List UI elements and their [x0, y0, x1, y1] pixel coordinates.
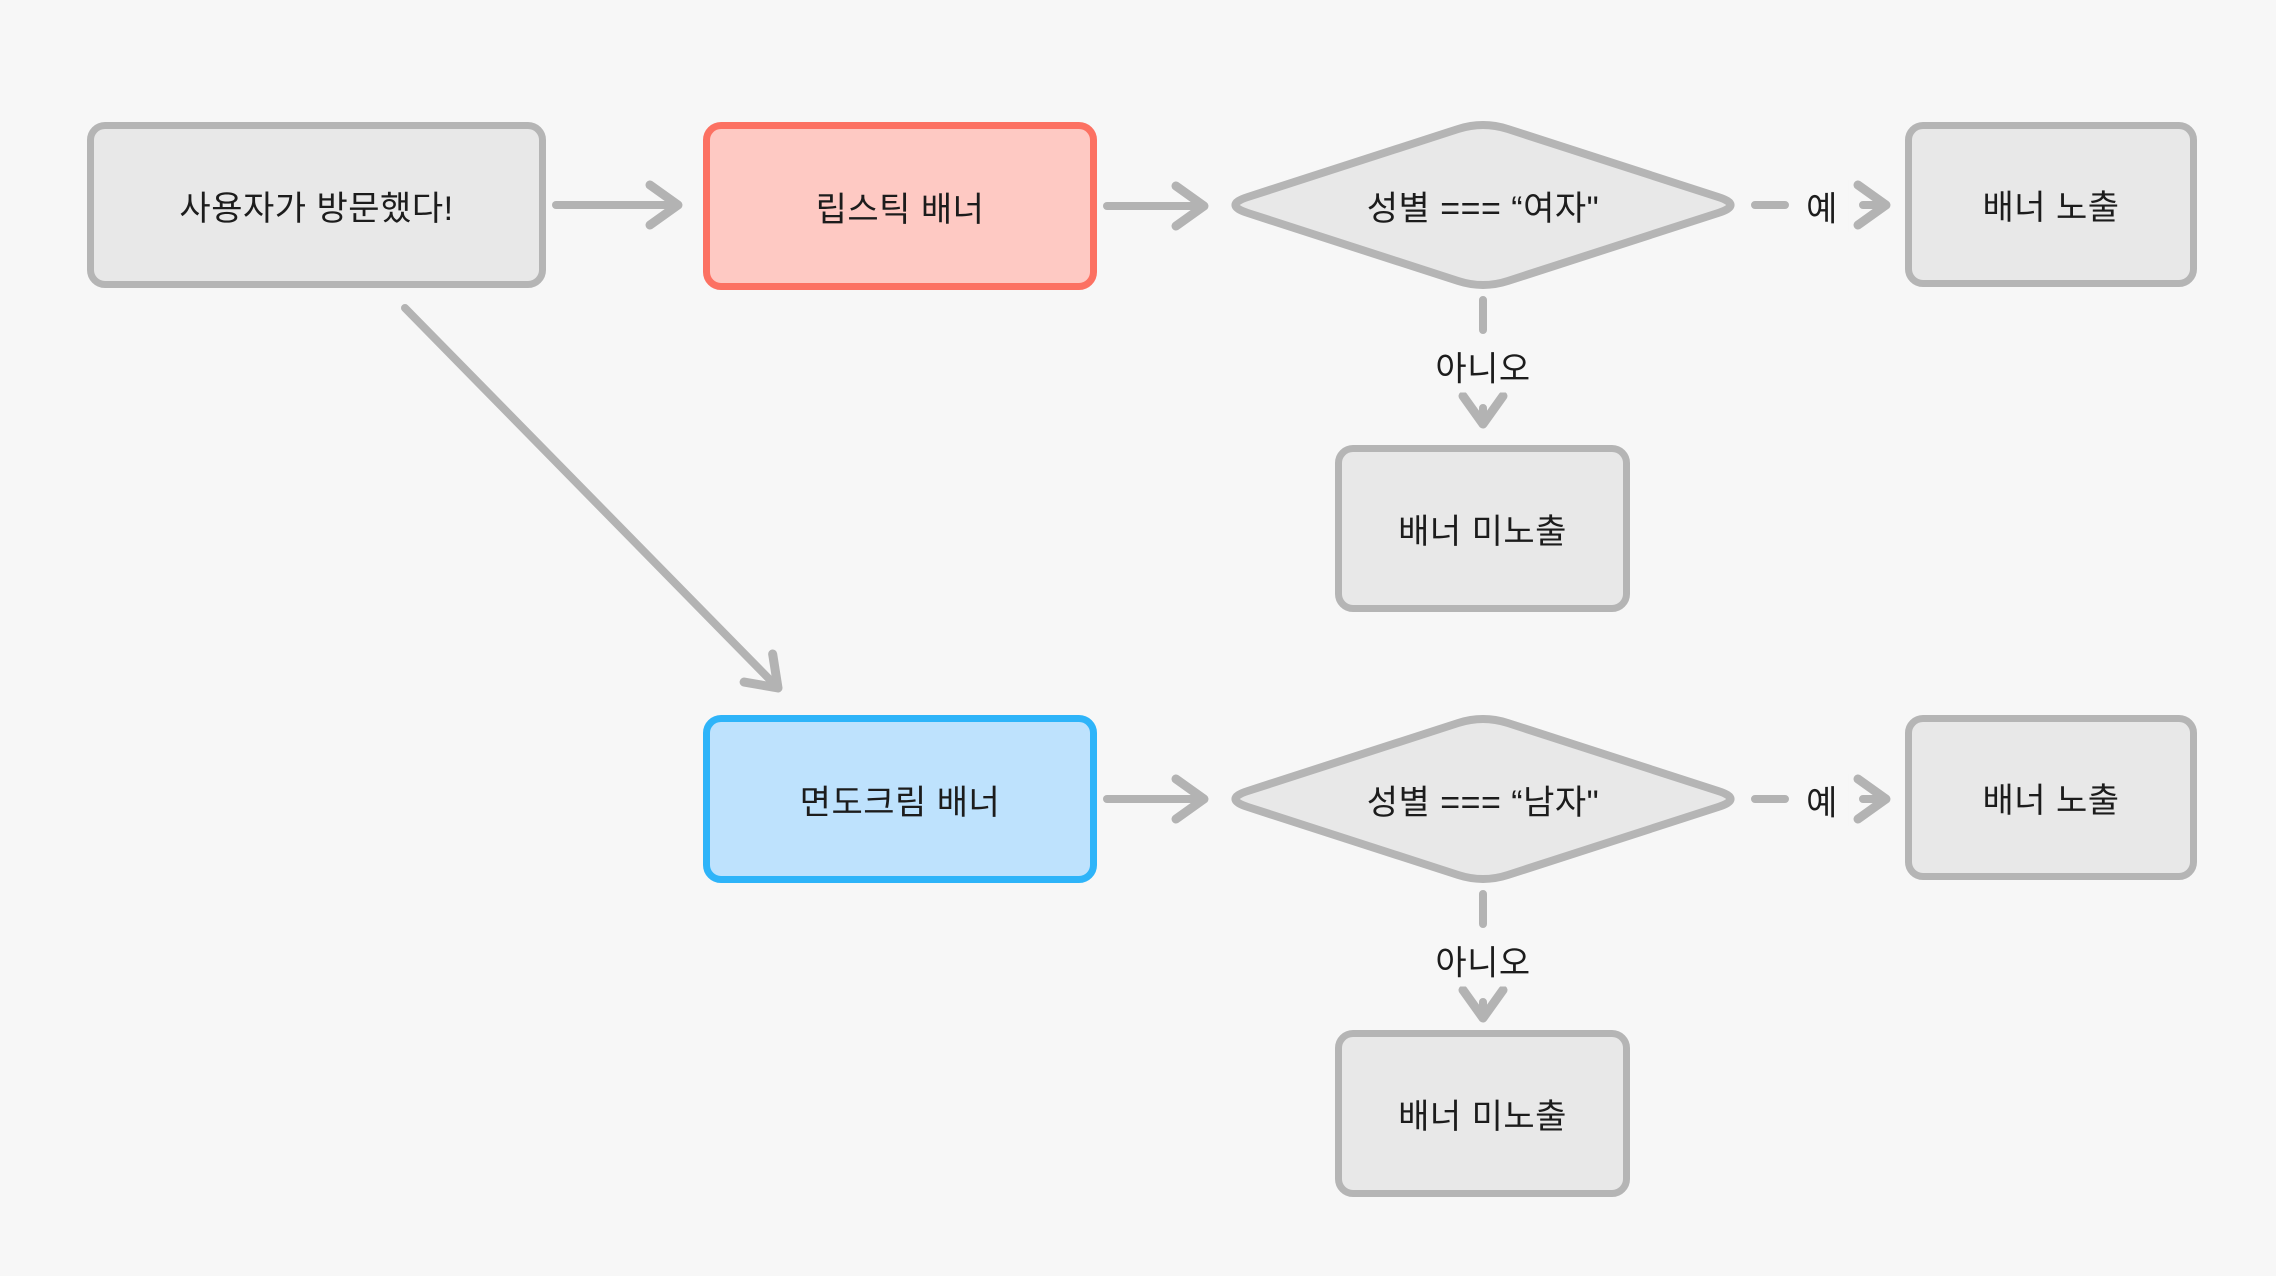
- node-lipstick-banner: 립스틱 배너: [703, 122, 1097, 290]
- edge-start-to-shaving: [401, 304, 783, 693]
- node-banner-show-top: 배너 노출: [1905, 122, 2197, 287]
- edge-label-yes-bottom: 예: [1796, 773, 1848, 827]
- node-lipstick-banner-label: 립스틱 배너: [815, 190, 985, 229]
- edge-label-no-top: 아니오: [1425, 339, 1541, 393]
- node-decision-male: 성별 === “남자": [1243, 735, 1723, 863]
- edge-label-yes-top: 예: [1796, 179, 1848, 233]
- node-decision-female-label: 성별 === “여자": [1366, 189, 1600, 228]
- decision-female-shape: [1231, 121, 1735, 289]
- node-start-label: 사용자가 방문했다!: [179, 189, 454, 228]
- node-banner-show-bottom: 배너 노출: [1905, 715, 2197, 880]
- node-shaving-banner: 면도크림 배너: [703, 715, 1097, 883]
- node-banner-hide-bottom-label: 배너 미노출: [1398, 1098, 1567, 1136]
- node-decision-male-label: 성별 === “남자": [1366, 783, 1600, 822]
- node-banner-hide-top-label: 배너 미노출: [1398, 513, 1567, 551]
- node-banner-show-top-label: 배너 노출: [1982, 189, 2120, 227]
- node-start: 사용자가 방문했다!: [87, 122, 546, 288]
- node-banner-hide-top: 배너 미노출: [1335, 445, 1630, 612]
- node-banner-hide-bottom: 배너 미노출: [1335, 1030, 1630, 1197]
- node-shaving-banner-label: 면도크림 배너: [799, 783, 1001, 822]
- edge-label-no-bottom: 아니오: [1425, 933, 1541, 987]
- decision-male-shape: [1231, 715, 1735, 883]
- node-decision-female: 성별 === “여자": [1243, 141, 1723, 269]
- node-banner-show-bottom-label: 배너 노출: [1982, 782, 2120, 820]
